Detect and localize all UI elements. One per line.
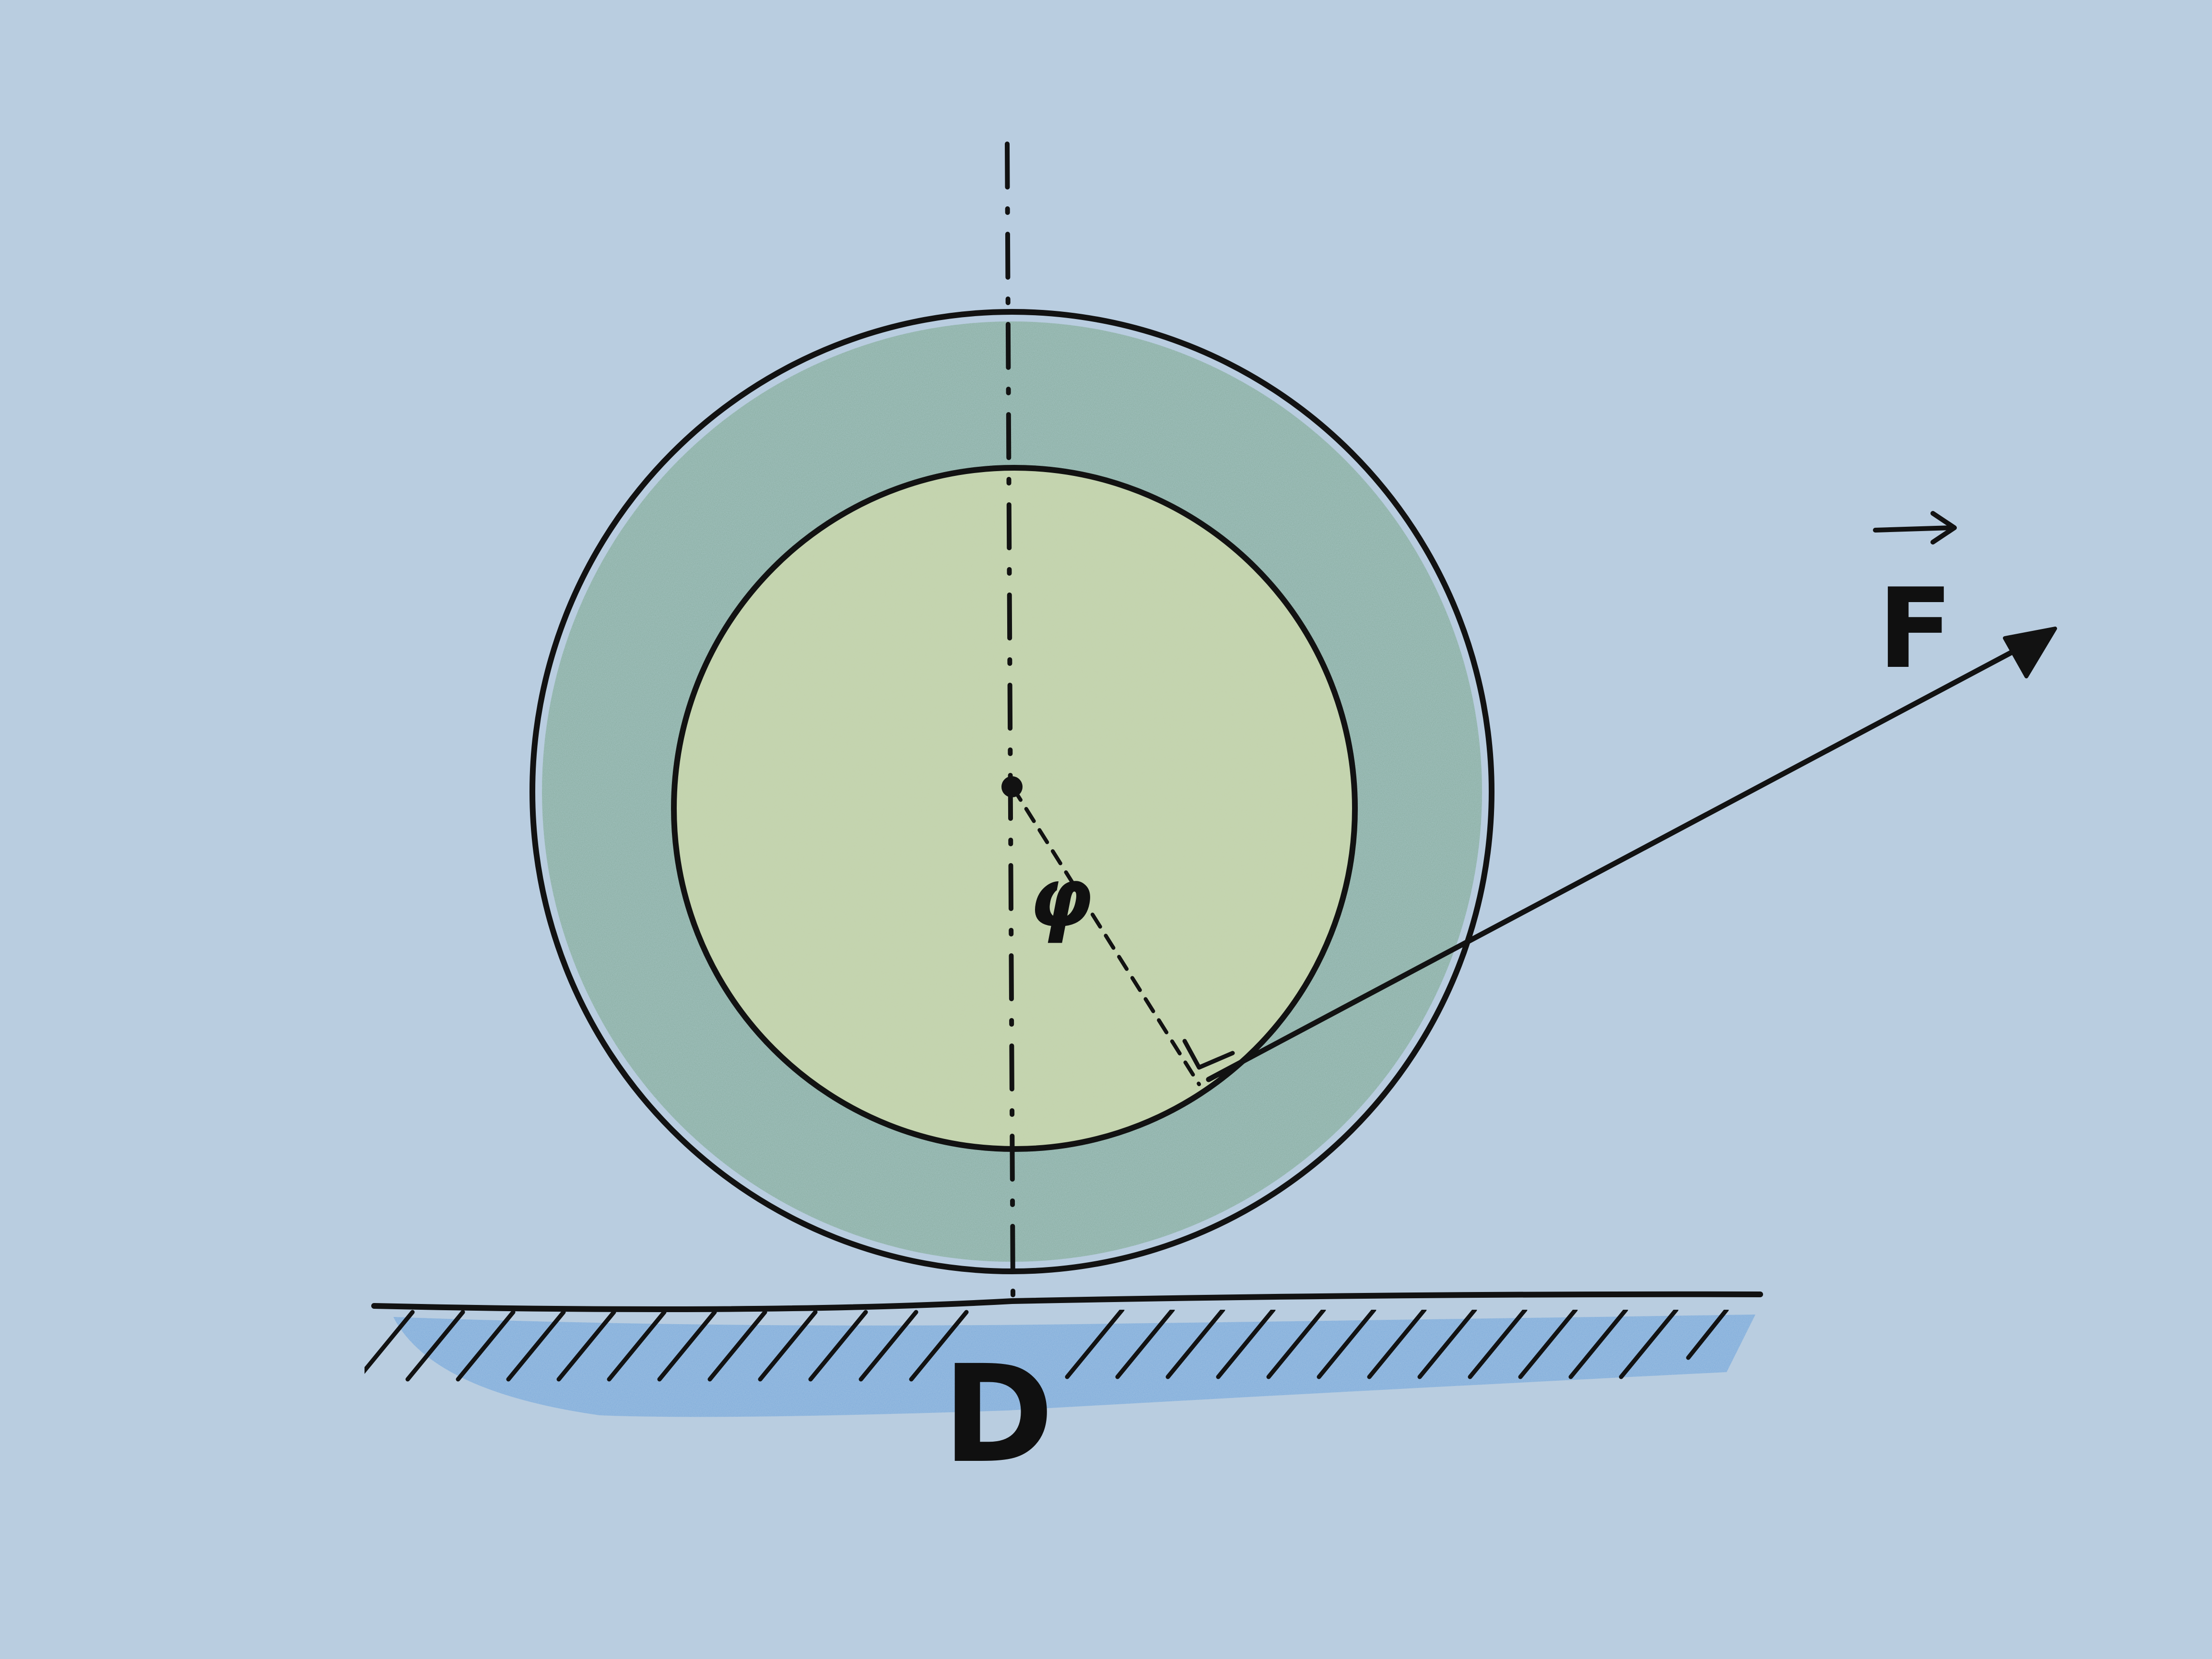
force-arrow [1206,635,2041,1082]
inner-disc-shading [674,468,1355,1149]
force-vector-bar-head [1930,511,1957,545]
ground-hatching [365,1310,1729,1382]
force-label-group: F [1873,511,1957,693]
force-vector-bar [1873,525,1954,533]
ground-line [371,1291,1763,1313]
radius-dashed-line [1011,786,1201,1086]
contact-point-label: D [942,1337,1054,1493]
force-label: F [1878,565,1953,693]
force-arrowhead [2003,627,2057,678]
angle-label: φ [1029,851,1093,946]
right-angle-marker [1182,1039,1235,1070]
vertical-axis [1005,142,1015,1298]
